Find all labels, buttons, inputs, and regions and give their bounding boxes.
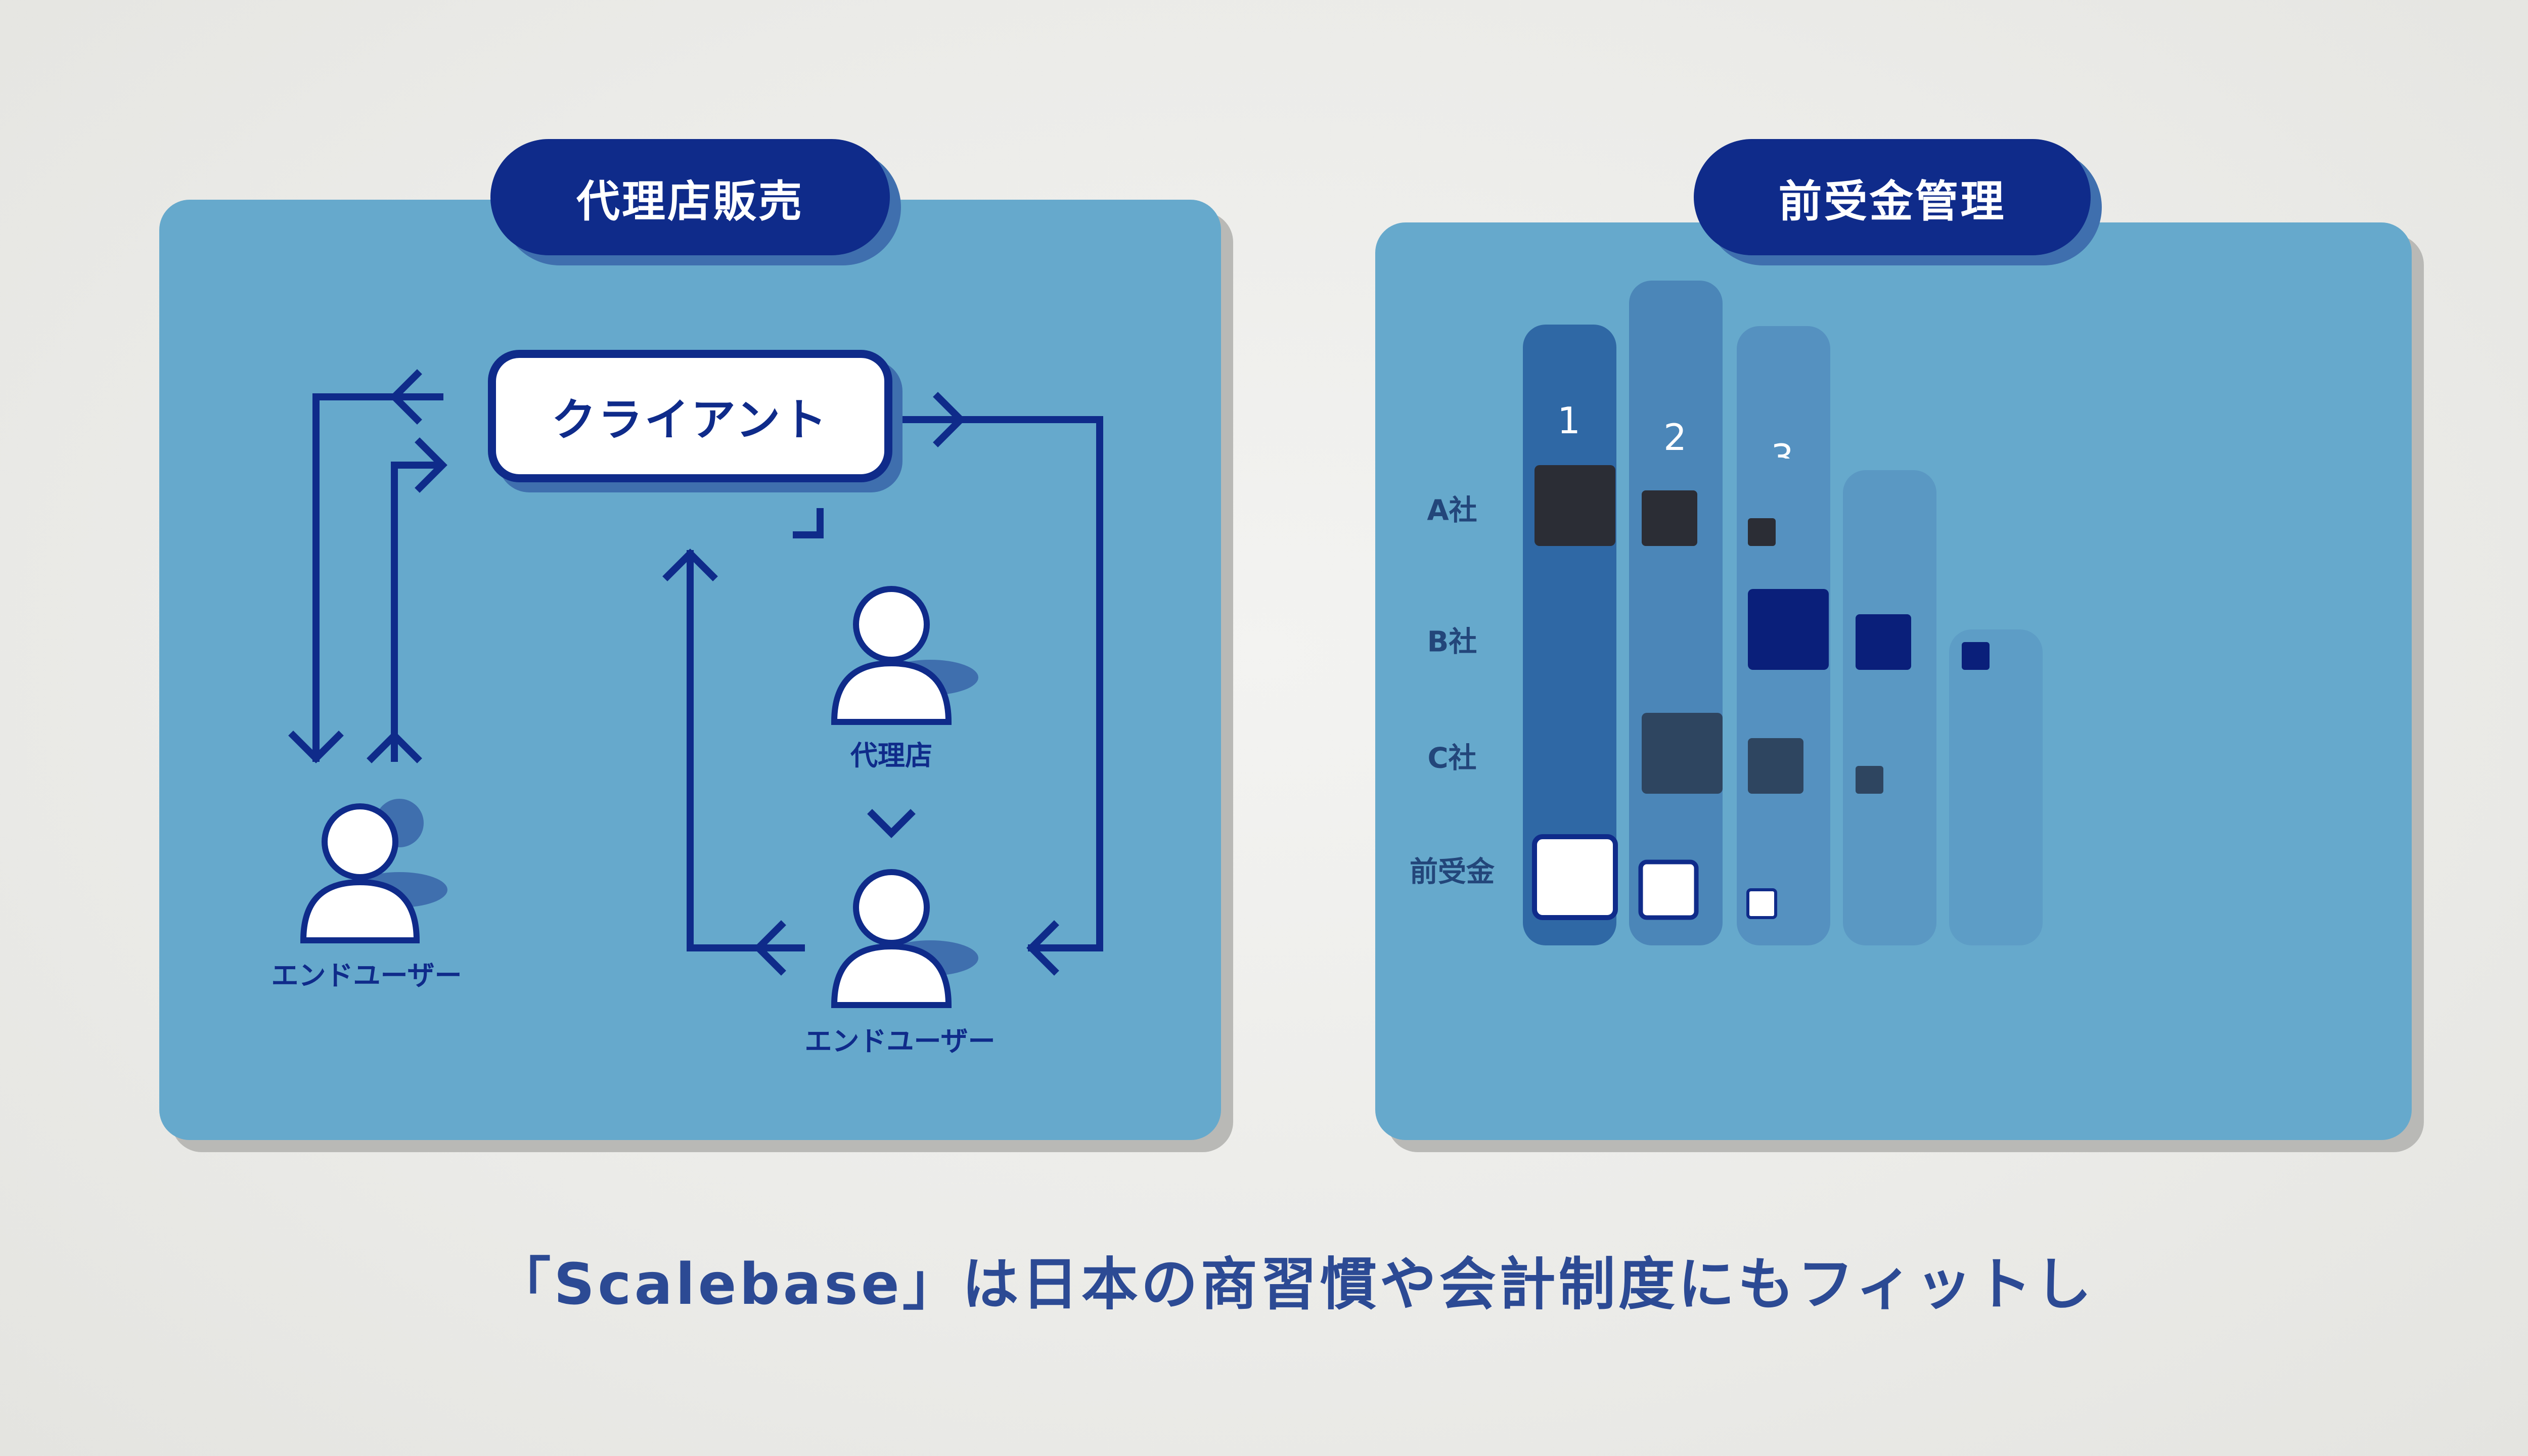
block-c-3 xyxy=(1748,738,1803,794)
flow-arrow-enduser-to-client-return xyxy=(687,550,805,951)
end-user-label-left: エンドユーザー xyxy=(271,960,462,991)
arrow-icon xyxy=(753,920,786,976)
block-a-1 xyxy=(1534,465,1615,546)
column-5 xyxy=(1949,629,2043,945)
flow-arrow-enduser-to-client xyxy=(391,462,443,762)
block-a-3 xyxy=(1748,518,1776,546)
flow-arrow-client-to-right-enduser xyxy=(889,416,1103,951)
agency-sales-title: 代理店販売 xyxy=(490,139,890,255)
advance-payment-blocks xyxy=(1532,465,1990,920)
arrow-icon xyxy=(933,392,966,447)
agency-label: 代理店 xyxy=(850,740,932,771)
column-number-3: 3 xyxy=(1771,436,1794,459)
block-adv-1 xyxy=(1532,834,1618,920)
row-label-company-c: C社 xyxy=(1427,742,1477,775)
subtitle-caption: 「Scalebase」は日本の商習慣や会計制度にもフィットし xyxy=(494,1252,2095,1317)
person-icon-enduser-left xyxy=(300,799,447,943)
block-c-2 xyxy=(1642,713,1723,794)
column-number-2: 2 xyxy=(1663,416,1687,459)
person-icon-enduser-right xyxy=(831,869,978,1008)
row-label-company-b: B社 xyxy=(1427,625,1477,659)
arrow-icon xyxy=(1026,920,1059,976)
column-2 xyxy=(1629,281,1723,945)
block-b-5 xyxy=(1962,642,1990,670)
flow-arrow-client-to-enduser xyxy=(312,393,443,762)
arrow-icon xyxy=(389,369,422,425)
arrow-icon xyxy=(662,549,718,581)
block-a-2 xyxy=(1642,490,1697,546)
chevron-down-icon xyxy=(867,809,916,838)
block-adv-3 xyxy=(1746,888,1777,919)
block-adv-2 xyxy=(1638,859,1699,920)
client-box: クライアント xyxy=(488,350,892,482)
block-b-4 xyxy=(1856,614,1911,670)
corner-mark xyxy=(793,508,824,538)
advance-payment-title: 前受金管理 xyxy=(1694,139,2091,255)
block-c-4 xyxy=(1856,766,1883,794)
block-b-3 xyxy=(1748,589,1829,670)
row-label-company-a: A社 xyxy=(1427,494,1477,527)
arrow-icon xyxy=(415,437,447,493)
arrow-icon xyxy=(367,731,422,763)
end-user-label-right: エンドユーザー xyxy=(804,1025,996,1057)
column-4 xyxy=(1843,470,1936,945)
row-label-advance-payment: 前受金 xyxy=(1410,855,1495,889)
arrow-icon xyxy=(288,731,344,763)
column-number-1: 1 xyxy=(1557,399,1581,442)
person-icon-agency xyxy=(831,586,978,725)
